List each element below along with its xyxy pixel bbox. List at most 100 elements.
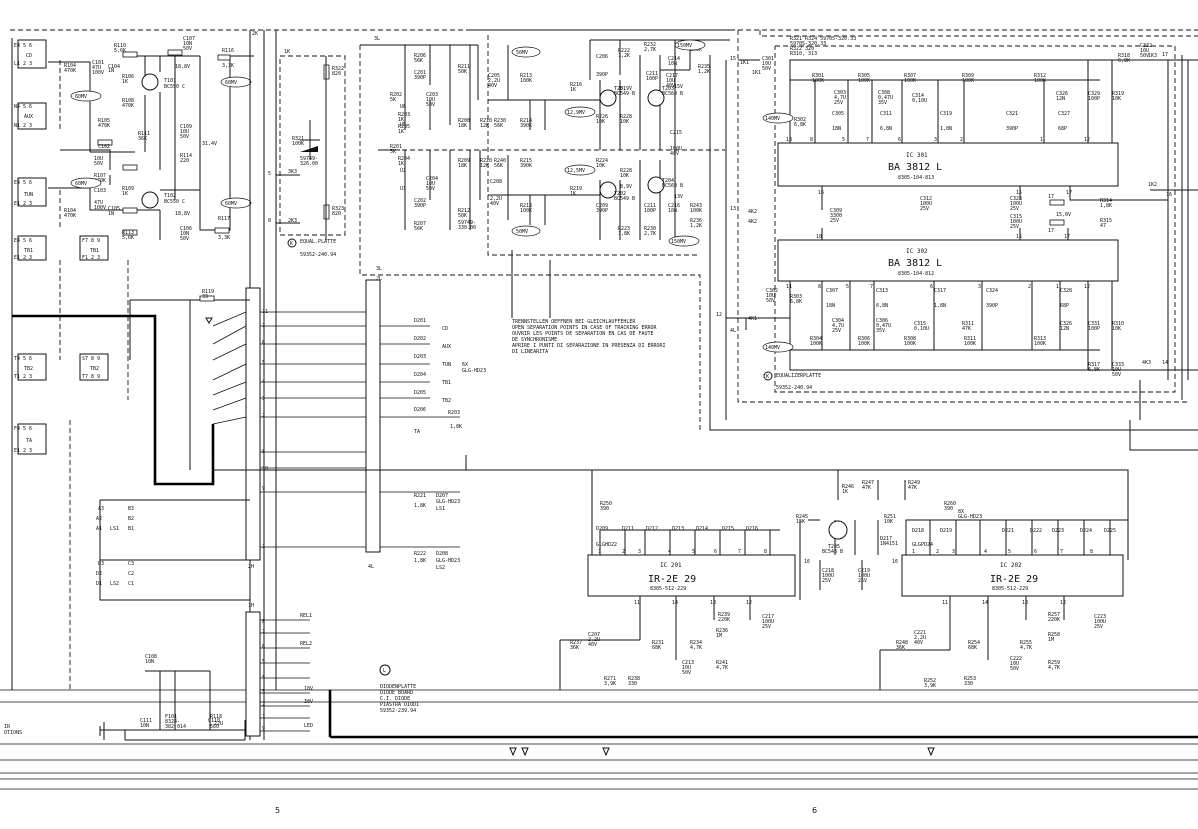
svg-text:U3: U3 (400, 186, 406, 192)
svg-text:LS1: LS1 (436, 506, 445, 512)
svg-text:13V: 13V (674, 194, 683, 200)
svg-text:R238: R238 (628, 676, 640, 682)
svg-text:T1 2 3: T1 2 3 (14, 374, 32, 380)
relay-label-led: LED (304, 723, 313, 729)
svg-text:C315: C315 (1010, 214, 1022, 220)
svg-text:25V: 25V (830, 218, 839, 224)
svg-text:B2: B2 (128, 516, 134, 522)
svg-text:10U: 10U (766, 293, 775, 299)
svg-text:10U: 10U (1140, 48, 1149, 54)
svg-text:C111: C111 (140, 718, 152, 724)
svg-text:R247: R247 (862, 480, 874, 486)
svg-text:4: 4 (262, 674, 265, 680)
svg-text:C108: C108 (145, 654, 157, 660)
svg-text:C301: C301 (762, 56, 774, 62)
svg-text:10N: 10N (145, 659, 154, 665)
svg-text:7: 7 (262, 629, 265, 635)
svg-text:C205: C205 (488, 73, 500, 79)
svg-text:E4 5 6: E4 5 6 (14, 180, 32, 186)
svg-text:12N: 12N (1056, 96, 1065, 102)
svg-text:13: 13 (786, 137, 792, 143)
svg-text:2: 2 (262, 702, 265, 708)
svg-text:10U: 10U (180, 129, 189, 135)
svg-text:C107: C107 (183, 36, 195, 42)
signal-tag: 60MV (75, 94, 87, 100)
svg-text:5: 5 (262, 360, 265, 366)
svg-text:390P: 390P (1006, 126, 1018, 132)
svg-text:6,8N: 6,8N (876, 303, 888, 309)
svg-text:C110: C110 (208, 718, 220, 724)
svg-text:35V: 35V (876, 328, 885, 334)
svg-text:470K: 470K (64, 68, 76, 74)
svg-text:IC 202: IC 202 (1000, 562, 1022, 569)
svg-text:100K: 100K (858, 341, 870, 347)
svg-text:C211: C211 (644, 203, 656, 209)
svg-text:R322: R322 (332, 66, 344, 72)
svg-text:R106: R106 (122, 74, 134, 80)
svg-text:6: 6 (898, 137, 901, 143)
svg-text:56K: 56K (494, 123, 503, 129)
svg-text:33: 33 (202, 294, 208, 300)
svg-text:1: 1 (262, 714, 265, 720)
svg-text:100V: 100V (94, 205, 106, 211)
svg-text:R204: R204 (398, 156, 410, 162)
svg-text:1,8K: 1,8K (1100, 203, 1112, 209)
svg-text:1: 1 (912, 549, 915, 555)
svg-text:B1: B1 (128, 526, 134, 532)
svg-text:10K: 10K (620, 119, 629, 125)
ic302-block: IC 302 BA 3812 L 8305-104-812 11 8 5 7 6… (762, 228, 1168, 391)
svg-text:C304: C304 (832, 318, 844, 324)
svg-text:12K: 12K (480, 163, 489, 169)
svg-text:100K: 100K (904, 341, 916, 347)
svg-text:C223: C223 (1094, 614, 1106, 620)
svg-text:10K: 10K (620, 173, 629, 179)
svg-text:C311: C311 (880, 111, 892, 117)
switch-tb1: TB1 (24, 248, 33, 254)
svg-text:50V: 50V (1112, 372, 1121, 378)
svg-text:R222: R222 (414, 551, 426, 557)
svg-text:1: 1 (1056, 284, 1059, 290)
svg-text:100U: 100U (1010, 219, 1022, 225)
svg-text:C326: C326 (1060, 321, 1072, 327)
svg-text:D218: D218 (912, 528, 924, 534)
svg-text:R314: R314 (1100, 198, 1112, 204)
svg-text:3: 3 (934, 137, 937, 143)
svg-text:390P: 390P (596, 72, 608, 78)
svg-text:C109: C109 (180, 124, 192, 130)
svg-text:382-014: 382-014 (165, 724, 186, 730)
svg-text:R215: R215 (520, 158, 532, 164)
signal-tag: 60MV (75, 181, 87, 187)
relay-label-18v: 18V (304, 686, 313, 692)
svg-text:TB1: TB1 (442, 380, 451, 386)
svg-text:100K: 100K (520, 208, 532, 214)
svg-text:C219: C219 (858, 568, 870, 574)
svg-text:59705-320.33: 59705-320.33 (790, 41, 826, 47)
svg-text:100K: 100K (520, 78, 532, 84)
svg-text:3,3K: 3,3K (218, 235, 230, 241)
svg-text:1,2K: 1,2K (618, 53, 630, 59)
svg-text:100K: 100K (964, 341, 976, 347)
svg-text:C329: C329 (1088, 91, 1100, 97)
svg-text:100U: 100U (920, 201, 932, 207)
svg-text:0,10U: 0,10U (912, 98, 927, 104)
svg-text:R220: R220 (480, 158, 492, 164)
signal-tag: 60MV (225, 201, 237, 207)
svg-text:8305-104-812: 8305-104-812 (898, 271, 934, 277)
svg-text:6: 6 (262, 340, 265, 346)
svg-text:F7 8 9: F7 8 9 (82, 238, 100, 244)
svg-text:C312: C312 (920, 196, 932, 202)
svg-text:R310: R310 (1112, 321, 1124, 327)
svg-text:3L: 3L (374, 36, 380, 42)
svg-text:S7 8 9: S7 8 9 (82, 356, 100, 362)
svg-text:R214: R214 (520, 118, 532, 124)
svg-text:R117: R117 (218, 216, 230, 222)
ic302-chip (777, 239, 1119, 282)
svg-text:12: 12 (746, 600, 752, 606)
svg-text:25V: 25V (1094, 624, 1103, 630)
signal-tag: 60MV (225, 80, 237, 86)
svg-text:220K: 220K (1048, 617, 1060, 623)
svg-text:R206: R206 (414, 53, 426, 59)
